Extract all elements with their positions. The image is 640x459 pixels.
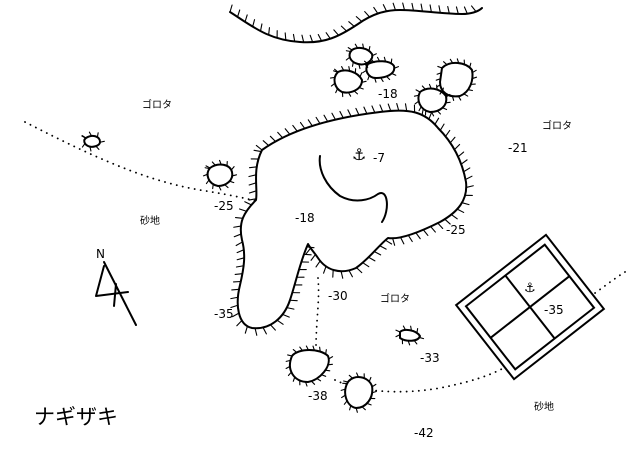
depth-label: -35 — [214, 307, 234, 321]
depth-label: -18 — [378, 87, 398, 101]
depth-label: -35 — [544, 303, 564, 317]
north-label: N — [96, 247, 105, 261]
rock — [289, 349, 330, 383]
rock — [439, 62, 474, 98]
depth-label: -21 — [508, 141, 528, 155]
anchor-icon: ⚓ — [524, 281, 536, 296]
rock-group — [81, 43, 478, 413]
depth-label: -18 — [295, 211, 315, 225]
anchor-icon: ⚓ — [352, 145, 366, 164]
depth-label: -42 — [414, 426, 434, 440]
rock — [333, 69, 363, 94]
depth-label: -7 — [373, 151, 385, 165]
rock — [348, 46, 374, 66]
north-arrow: N — [95, 247, 137, 326]
main-reef — [230, 103, 474, 336]
seabed-label-gorota: ゴロタ — [142, 98, 172, 111]
depth-label: -25 — [446, 223, 466, 237]
rock — [344, 376, 374, 409]
rock — [206, 163, 234, 187]
coastline — [229, 2, 483, 44]
map-title: ナギザキ — [34, 405, 118, 429]
seabed-label-sand: 砂地 — [534, 400, 554, 413]
dotted-route — [24, 121, 626, 393]
depth-label: -25 — [214, 199, 234, 213]
seabed-label-gorota: ゴロタ — [542, 119, 572, 132]
rock — [365, 60, 396, 79]
seabed-label-sand: 砂地 — [140, 214, 160, 227]
seabed-label-gorota: ゴロタ — [380, 292, 410, 305]
artificial-reef — [454, 233, 606, 381]
depth-label: -38 — [308, 389, 328, 403]
depth-label: -30 — [328, 289, 348, 303]
depth-label: -33 — [420, 351, 440, 365]
